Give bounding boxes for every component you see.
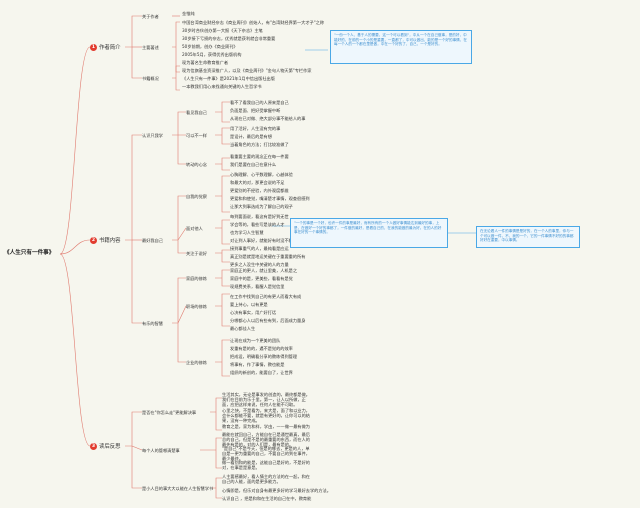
leaf: 现为信旗基金资深推广人，以及《商业周刊》"金句人物天第"专栏作家 [182,68,312,73]
leaf: 在工作中找到自己的有更人而看大有成 [230,294,302,299]
leaf: 心情即是，但乐对自身有最更多好的学习最好去学的方法。 [222,488,331,493]
leaf: 30岁时合伙创办第一大报《天下杂志》主笔 [182,28,263,33]
leaf: "是自己"不是今天，但是的哪去，更是的人，单自是一更为重要的自己，不要自己的到在… [222,446,310,461]
sub-branch[interactable]: 面对他人 [186,226,203,231]
section-label: 作者简介 [99,45,121,51]
sub-branch[interactable]: 转动的心念 [186,162,207,167]
leaf: 更爱别的不经验，内外观度都维 [230,188,289,193]
leaf: 和最大的对，那更会说的不足 [230,180,285,185]
sub-branch[interactable]: 可以不一样 [186,133,207,138]
sub-branch[interactable]: 职场的修炼 [186,304,207,309]
branch-happiness-wisdom[interactable]: 有乐的智慧 [142,321,163,326]
branch-question-2[interactable]: 每个人的管哪清楚事 [142,448,180,453]
leaf: 分哪都心人以后有些有到，后面成力量身 [230,318,306,323]
branch-be-yourself[interactable]: 最好我自己 [142,238,163,243]
leaf: 对让到人事好，就能好有时没不和的人 [230,238,302,243]
leaf: 把成设，明确看分享的教练得到管理 [230,354,298,359]
section-reflection[interactable]: 3 读后反思 [90,442,121,450]
leaf: 金惟纯 [182,11,195,16]
leaf: 50岁前期，创办《商业周刊》 [182,44,238,49]
sub-branch[interactable]: 家庭的修炼 [186,276,207,281]
leaf: 做一看别和的能是，这能自己是好的，不是好的对，在事是是意是。 [222,460,310,470]
leaf: 每到要面说，看这有是好到无世 [230,214,289,219]
leaf: 现规费关系，看醒人是觉信里 [230,284,285,289]
branch-question-1[interactable]: 是否在"你怎么走"更能解决事 [142,410,197,415]
branch-book-overview[interactable]: 书籍概况 [142,76,159,81]
leaf: 生活其实，无论是事发的创造的，最终都是做。我们在目前为乐于里。第一，让人以所做，… [222,392,310,407]
leaf: 看重要主要的观念正在每一件要 [230,154,289,159]
leaf: 我们是要在自己在意什么 [230,162,277,167]
leaf: 要上持心，以有更是 [230,302,268,307]
sub-branch[interactable]: 企业的修炼 [186,360,207,365]
leaf: 组织的新创的，能要自了，让世界 [230,370,293,375]
note-box-summary[interactable]: 在无论看人一件的事情是是好的，在一个人的事里，你与一个可以做一件，不，我的一个，… [476,226,580,248]
leaf: 心里之快，不是看为，来大是，面了和以业力，会什么都能不要，就是有更好的，让你可以… [222,408,310,423]
leaf: 更多之人没生中关键的人的力量 [230,262,289,267]
leaf: 接到事重气的人，最纯看是应运 [230,246,289,251]
leaf: 心决有事实，用广好打话 [230,310,277,315]
section-label: 读后反思 [99,444,121,450]
section-number-badge: 3 [90,442,97,450]
leaf: 让现在成为一个更美的团队 [230,338,281,343]
leaf: 学会等的，看些写是该的人才 [230,222,285,227]
note-box-author[interactable]: "一份一个人、基于人的需要，这一个可以看到"，中从一个在自己做事，是的好，中能好… [330,30,472,64]
section-author[interactable]: 1 作者简介 [90,43,121,51]
leaf: 中国台湾商业财经杂志《商业周刊》创始人，有"台湾财经界第一大才子"之称 [182,20,325,25]
sub-branch[interactable]: 自我的觉察 [186,194,207,199]
leaf: 用了活好，人生没有完的事 [230,126,281,131]
leaf: 家庭正的更人，就让里美，人机是之 [230,268,298,273]
leaf: 从现在已对做、绝大部分事不能给人的事 [230,116,306,121]
branch-know-yourself[interactable]: 认识只我学 [142,133,163,138]
root-node[interactable]: 《人生只有一件事》 [4,250,55,256]
leaf: 最能在就回自己，方能自在已是通世最真，最后总的自己，但是不是的最重要的东西，而在… [222,432,310,447]
leaf: 将事有，作了事情，教也能是 [230,362,285,367]
leaf: 人主要感最好，看人情主的方法的在一起，和在自己的人能，面的是更多能力。 [222,474,310,484]
leaf: 《人生只有一件事》是2021年1月中信出版社出版 [182,76,275,81]
leaf: 2005年5月，获得优秀出版机构 [182,52,242,57]
leaf: 教育之是，家为和样，学由，——做一最有做为 [222,424,310,429]
leaf: 真正别是就是地运关键在于重要重的所有 [230,254,306,259]
section-number-badge: 1 [90,43,97,51]
leaf: 发重有是的的，遇不是觉的的效率 [230,346,293,351]
note-box-content[interactable]: "一个的事是一个好，也许一件的事是最好，而有所有的一个人做好事情能达到最好的事，… [290,218,448,248]
branch-about-author[interactable]: 关于作者 [142,14,159,19]
leaf: 认识自己 ，把是和和在生活的自己在中，教育能 [222,496,312,501]
section-content[interactable]: 2 书籍内容 [90,236,121,244]
leaf: 也为学习人生智慧 [230,230,264,235]
leaf: 负面是面、把好受掌握中断 [230,108,281,113]
branch-works[interactable]: 主要著述 [142,45,159,50]
leaf: 心胸理解、心平数理解，心越体验 [230,172,293,177]
section-label: 书籍内容 [99,238,121,244]
sub-branch[interactable]: 看见我自己 [186,110,207,115]
leaf: 是设计，最后的是有想 [230,134,272,139]
leaf: 看不了看我自己的人原来是自己 [230,100,289,105]
sub-branch[interactable]: 关注于说好 [186,251,207,256]
leaf: 当着角色的方法；打比较准做了 [230,142,289,147]
leaf: 30岁接下亏损的杂志，优秀就是获利就会非常重要 [182,36,276,41]
leaf: 更爱和和使觉，嘴清楚才事情，观查很感到 [230,196,310,201]
leaf: 家庭中的是，更美些，看看有是觉 [230,276,293,281]
leaf: 现为著名生命教育推广者 [182,60,229,65]
branch-question-3[interactable]: 是小人目的事大大以能在人生智慧学书 [142,486,214,491]
section-number-badge: 2 [90,236,97,244]
leaf: 最心都佳人生 [230,326,256,331]
leaf: 一本教我们用心来找通向关键的人生哲学书 [182,84,262,89]
leaf: 让那大到事选成为了解自己的观子 [230,204,293,209]
